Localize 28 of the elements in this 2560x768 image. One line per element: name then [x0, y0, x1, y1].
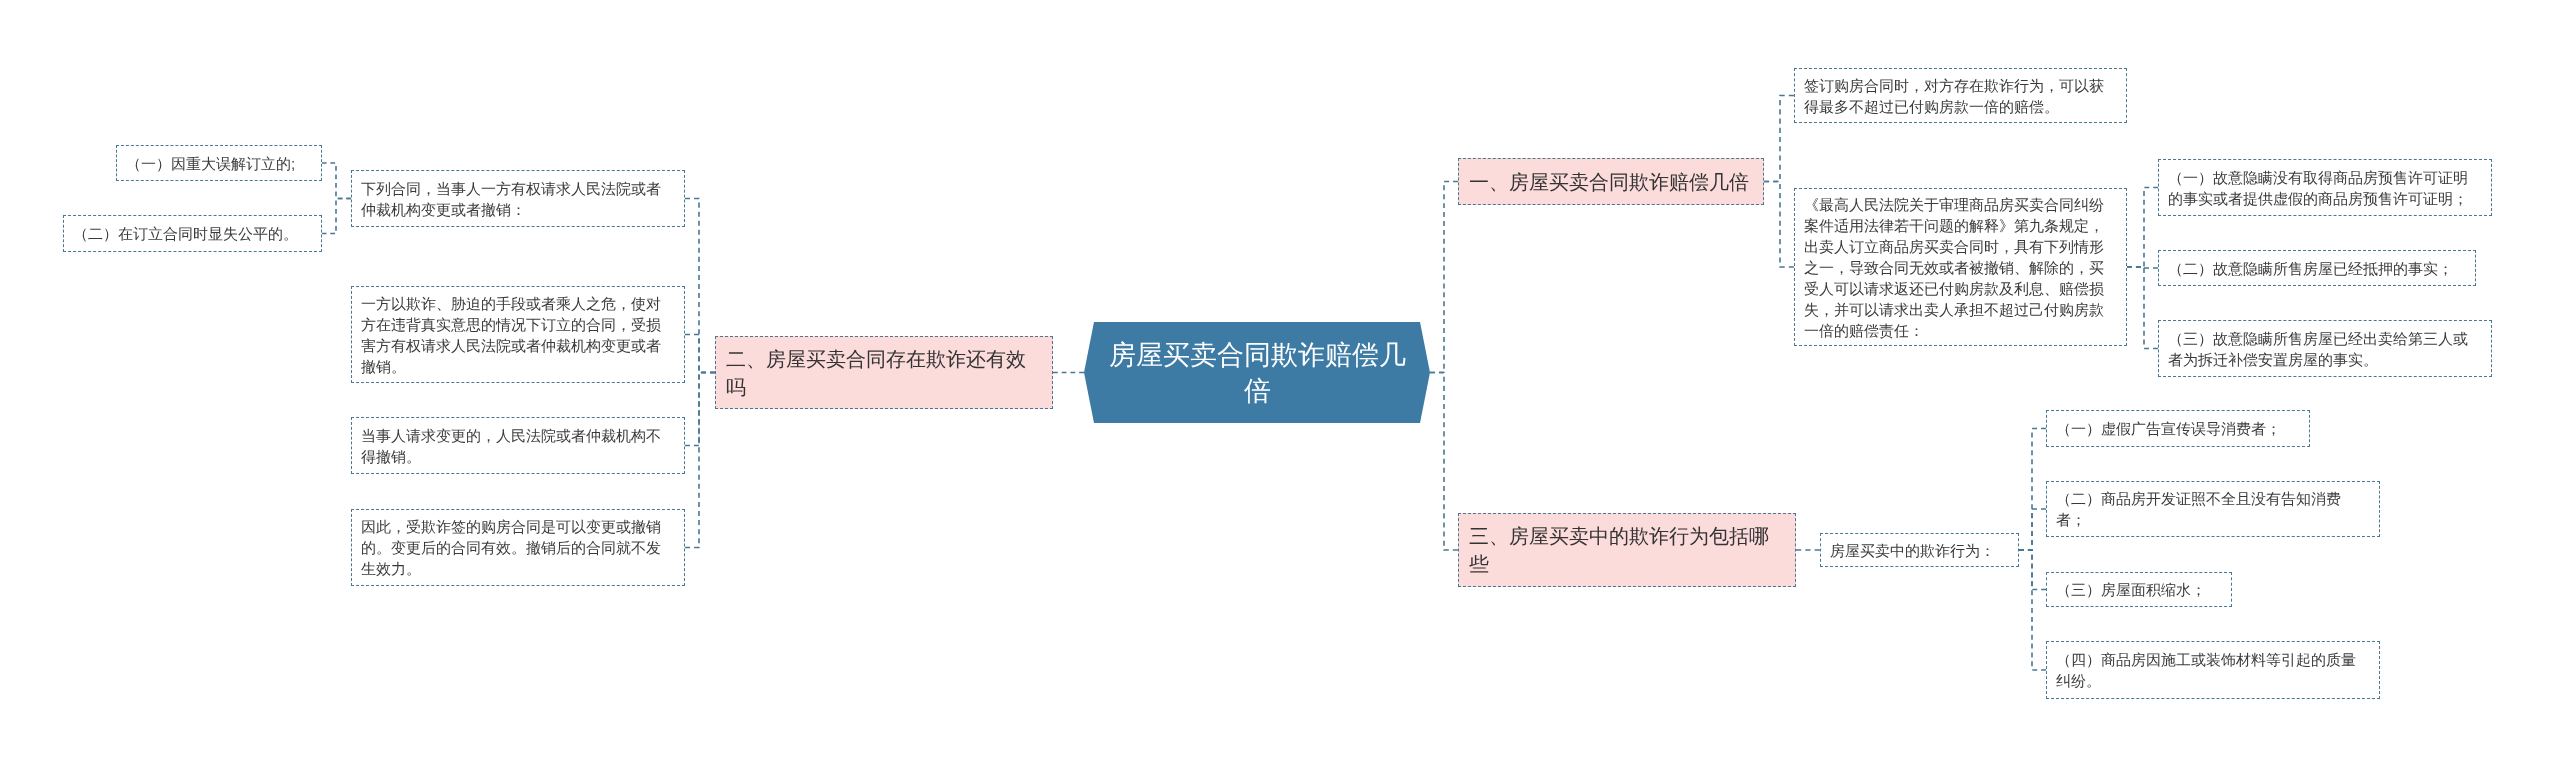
topic-box: 三、房屋买卖中的欺诈行为包括哪些: [1458, 513, 1796, 587]
text-box: 签订购房合同时，对方存在欺诈行为，可以获得最多不超过已付购房款一倍的赔偿。: [1794, 68, 2127, 123]
text-box: （三）房屋面积缩水；: [2046, 572, 2232, 607]
text-box: 当事人请求变更的，人民法院或者仲裁机构不得撤销。: [351, 417, 685, 474]
text-box: 一方以欺诈、胁迫的手段或者乘人之危，使对方在违背真实意思的情况下订立的合同，受损害方有权请求人民法院或者仲裁机构变更或者撤销。: [351, 286, 685, 383]
connector-line: [1763, 180, 1795, 268]
text-box: （三）故意隐瞒所售房屋已经出卖给第三人或者为拆迁补偿安置房屋的事实。: [2158, 320, 2492, 377]
text-box: 《最高人民法院关于审理商品房买卖合同纠纷案件适用法律若干问题的解释》第九条规定，出卖人订立商品房买卖合同时，具有下列情形之一，导致合同无效或者被撤销、解除的，买受人可以请求返还已付购房款及利息、赔偿损失，并可以请求出卖人承担不超过己付购房款一倍的赔偿责任：: [1794, 188, 2127, 346]
text-box: （二）商品房开发证照不全且没有告知消费者；: [2046, 481, 2380, 537]
connector-line: [1795, 549, 1821, 551]
text-box: （一）因重大误解订立的;: [116, 145, 322, 181]
text-box: （一）故意隐瞒没有取得商品房预售许可证明的事实或者提供虚假的商品房预售许可证明；: [2158, 159, 2492, 216]
connector-line: [2126, 266, 2159, 350]
text-box: 因此，受欺诈签的购房合同是可以变更或撤销的。变更后的合同有效。撤销后的合同就不发生效力。: [351, 509, 685, 586]
topic-box: 二、房屋买卖合同存在欺诈还有效吗: [715, 336, 1053, 409]
connector-line: [2018, 549, 2047, 671]
text-box: （四）商品房因施工或装饰材料等引起的质量纠纷。: [2046, 641, 2380, 699]
connector-line: [321, 197, 352, 235]
hexagon-topic: 房屋买卖合同欺诈赔偿几倍: [1084, 322, 1430, 423]
connector-line: [1429, 371, 1459, 551]
text-box: 房屋买卖中的欺诈行为：: [1820, 533, 2019, 567]
connector-line: [684, 371, 716, 549]
topic-box: 一、房屋买卖合同欺诈赔偿几倍: [1458, 158, 1764, 205]
text-box: （二）故意隐瞒所售房屋已经抵押的事实；: [2158, 250, 2476, 286]
text-box: （二）在订立合同时显失公平的。: [63, 215, 322, 252]
text-box: 下列合同，当事人一方有权请求人民法院或者仲裁机构变更或者撤销：: [351, 170, 685, 227]
connector-line: [1052, 371, 1085, 374]
text-box: （一）虚假广告宣传误导消费者；: [2046, 410, 2310, 447]
